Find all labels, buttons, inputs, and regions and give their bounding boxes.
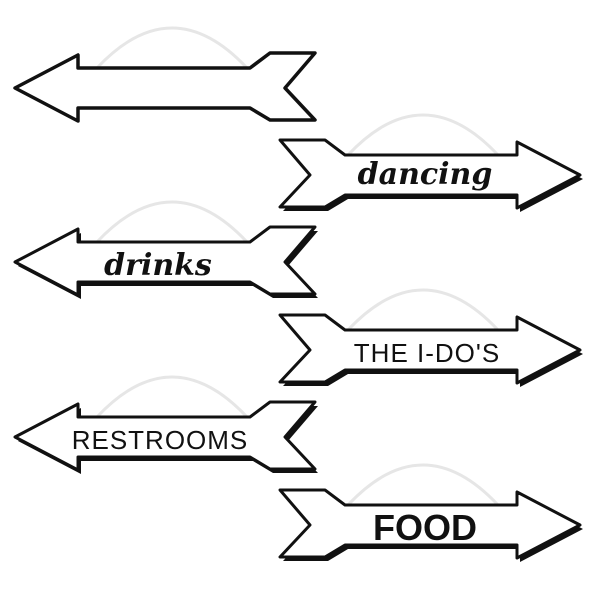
sign-label-food: FOOD (373, 507, 477, 548)
sign-label-the-i-dos: THE I-DO'S (354, 338, 500, 368)
sign-label-dancing: dancing (358, 157, 493, 192)
sign-label-restrooms: RESTROOMS (72, 425, 249, 455)
sign-label-drinks: drinks (104, 248, 212, 283)
arrow-sign-blank (13, 26, 317, 123)
